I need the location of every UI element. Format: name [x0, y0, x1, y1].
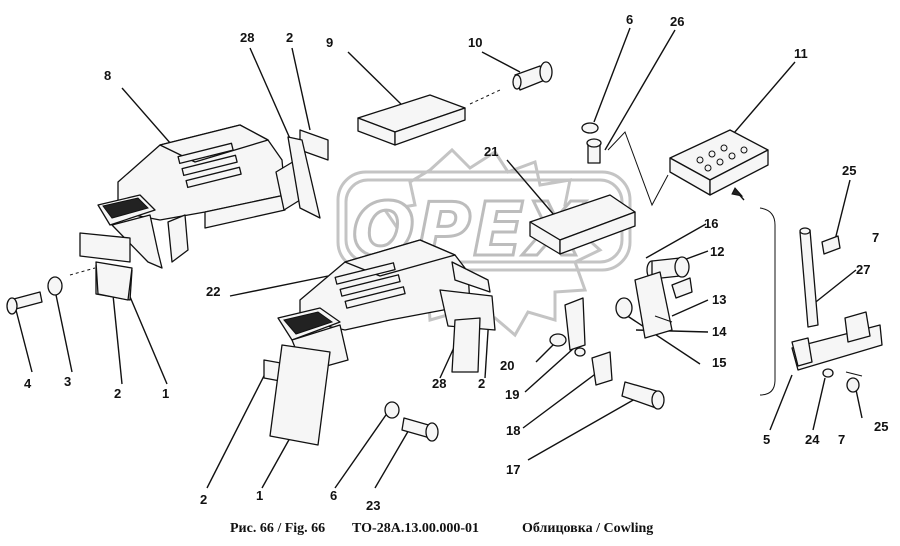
- callout-8: 8: [104, 68, 111, 83]
- callout-28-bottom: 28: [432, 376, 446, 391]
- guide-lines: [69, 89, 776, 396]
- callout-20: 20: [500, 358, 514, 373]
- callout-14: 14: [712, 324, 727, 339]
- callout-2-left: 2: [114, 386, 121, 401]
- callout-27: 27: [856, 262, 870, 277]
- lower-mudflap: [263, 344, 331, 446]
- callout-7-top: 7: [872, 230, 879, 245]
- pin-bracket-assembly: [791, 227, 883, 393]
- left-mudflap: [79, 232, 133, 301]
- callout-19: 19: [505, 387, 519, 402]
- hinge-parts: [615, 256, 693, 339]
- callout-13: 13: [712, 292, 726, 307]
- callout-25-bottom: 25: [874, 419, 888, 434]
- callout-16: 16: [704, 216, 718, 231]
- callout-3: 3: [64, 374, 71, 389]
- callout-1-left: 1: [162, 386, 169, 401]
- callout-12: 12: [710, 244, 724, 259]
- callout-2-right: 2: [478, 376, 485, 391]
- callout-22: 22: [206, 284, 220, 299]
- callout-25-top: 25: [842, 163, 856, 178]
- cover-plate-9: [357, 94, 466, 146]
- step-plate-11: [669, 129, 769, 201]
- callout-28-top: 28: [240, 30, 254, 45]
- bolt-4-nut-3: [6, 276, 63, 315]
- washer-6-bolt-23: [384, 401, 439, 442]
- callout-11: 11: [794, 46, 808, 61]
- callout-10: 10: [468, 35, 482, 50]
- callout-17: 17: [506, 462, 520, 477]
- callout-24: 24: [805, 432, 820, 447]
- callout-15: 15: [712, 355, 726, 370]
- callout-6-top: 6: [626, 12, 633, 27]
- callout-6-bottom: 6: [330, 488, 337, 503]
- callout-18: 18: [506, 423, 520, 438]
- document-code: ТО-28А.13.00.000-01: [352, 521, 479, 536]
- callout-26: 26: [670, 14, 684, 29]
- leader-lines: [15, 27, 863, 489]
- callout-9: 9: [326, 35, 333, 50]
- bolt-10: [512, 61, 553, 91]
- callout-23: 23: [366, 498, 380, 513]
- upper-cowling: [97, 124, 301, 269]
- callout-7-bottom: 7: [838, 432, 845, 447]
- callout-21: 21: [484, 144, 498, 159]
- figure-title: Облицовка / Cowling: [522, 521, 654, 536]
- callout-2-top: 2: [286, 30, 293, 45]
- nut-stud: [581, 122, 602, 164]
- lower-right-mudflap: [451, 317, 481, 373]
- upper-right-mudflap: [287, 129, 329, 219]
- callout-labels: 6 26 10 9 28 2 8 11 21 25 7 16 12 27 22 …: [24, 12, 888, 513]
- cover-plate-21: [529, 194, 636, 255]
- figure-number: Рис. 66 / Fig. 66: [230, 521, 326, 536]
- callout-1-bottom: 1: [256, 488, 263, 503]
- latch-parts: [549, 297, 665, 410]
- callout-2-bottom: 2: [200, 492, 207, 507]
- callout-5: 5: [763, 432, 770, 447]
- callout-4: 4: [24, 376, 32, 391]
